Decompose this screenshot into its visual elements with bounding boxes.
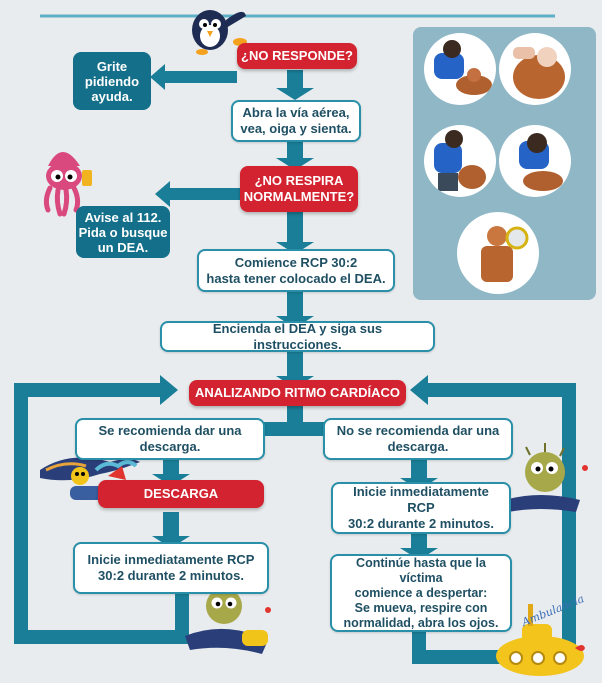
penguin-mascot bbox=[192, 10, 247, 55]
arrowhead-1 bbox=[276, 88, 314, 100]
arrowhead-loop-right bbox=[410, 375, 428, 405]
descarga-node: DESCARGA bbox=[98, 480, 264, 508]
right-connector-1 bbox=[411, 460, 427, 482]
right-loop-side bbox=[562, 383, 576, 664]
arrowhead-2 bbox=[276, 158, 314, 170]
left-connector-2 bbox=[163, 512, 179, 540]
avise-112-node: Avise al 112. Pida o busque un DEA. bbox=[76, 206, 170, 258]
squid-mascot bbox=[43, 152, 92, 217]
cpr-chest-compressions-photo bbox=[424, 33, 496, 105]
no-responde-node: ¿NO RESPONDE? bbox=[237, 43, 357, 69]
right-loop-drop bbox=[412, 630, 426, 664]
yellow-submarine bbox=[496, 604, 585, 676]
encienda-dea-node: Encienda el DEA y siga sus instrucciones… bbox=[160, 321, 435, 352]
no-recomienda-node: No se recomienda dar una descarga. bbox=[323, 418, 513, 460]
rcp-right-node: Inicie inmediatamente RCP 30:2 durante 2… bbox=[331, 482, 511, 534]
left-loop-drop bbox=[175, 594, 189, 634]
arrowhead-grite bbox=[150, 64, 165, 90]
left-loop-bottom bbox=[14, 630, 189, 644]
pufferfish-mascot-bottom bbox=[185, 588, 271, 654]
connector-1 bbox=[287, 70, 303, 92]
left-loop-side bbox=[14, 383, 28, 644]
left-loop-top bbox=[14, 383, 164, 397]
arrowhead-3 bbox=[276, 242, 314, 254]
no-respira-node: ¿NO RESPIRA NORMALMENTE? bbox=[240, 166, 358, 212]
left-connector-1 bbox=[163, 460, 179, 478]
grite-node: Grite pidiendo ayuda. bbox=[73, 52, 151, 110]
abra-via-aerea-node: Abra la vía aérea, vea, oiga y sienta. bbox=[231, 100, 361, 142]
branch-grite bbox=[165, 71, 237, 83]
cpr-airway-check-photo bbox=[424, 125, 496, 197]
connector-5 bbox=[287, 352, 303, 380]
connector-4 bbox=[287, 292, 303, 320]
continue-node: Continúe hasta que la víctima comience a… bbox=[330, 554, 512, 632]
analizando-ritmo-node: ANALIZANDO RITMO CARDÍACO bbox=[189, 380, 406, 406]
right-connector-2 bbox=[411, 532, 427, 552]
connector-2 bbox=[287, 142, 303, 162]
comience-rcp-node: Comience RCP 30:2 hasta tener colocado e… bbox=[197, 249, 395, 292]
right-loop-top bbox=[425, 383, 576, 397]
cpr-rescue-breath-photo bbox=[499, 125, 571, 197]
pufferfish-mascot-right bbox=[505, 443, 588, 512]
aed-training-manikin-photo bbox=[457, 212, 539, 294]
connector-3 bbox=[287, 212, 303, 246]
surfer-mascot bbox=[40, 457, 140, 500]
branch-avise bbox=[170, 188, 240, 200]
arrowhead-loop-left bbox=[160, 375, 178, 405]
arrowhead-avise bbox=[155, 181, 170, 207]
rcp-left-node: Inicie inmediatamente RCP 30:2 durante 2… bbox=[73, 542, 269, 594]
se-recomienda-node: Se recomienda dar una descarga. bbox=[75, 418, 265, 460]
cpr-hand-position-photo bbox=[499, 33, 571, 105]
